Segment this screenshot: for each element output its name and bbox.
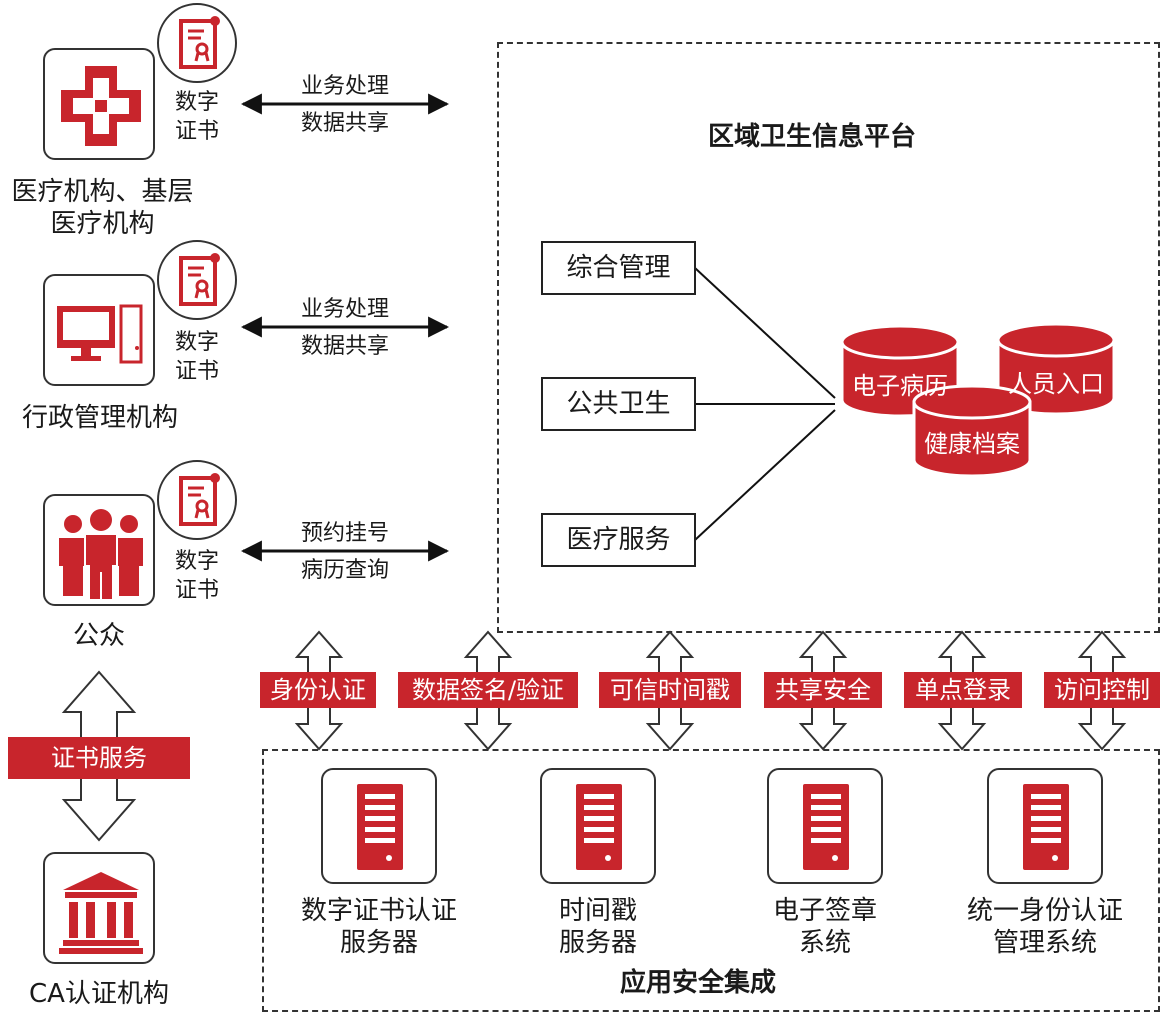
db-label-emr: 电子病历 (852, 372, 948, 400)
admin-institution-label: 行政管理机构 (21, 403, 178, 433)
certificate-icon (179, 16, 220, 69)
certificate-icon (179, 253, 220, 306)
cert-service-tag: 证书服务 (8, 737, 190, 779)
db-label-health-record: 健康档案 (924, 430, 1020, 458)
tag-trusted-timestamp: 可信时间戳 (599, 672, 741, 708)
tag-data-signature: 数据签名/验证 (398, 672, 578, 708)
server-icon (803, 784, 849, 870)
bank-building-icon (59, 872, 143, 954)
tag-access-control: 访问控制 (1044, 672, 1160, 708)
public-label: 公众 (72, 621, 125, 651)
server-icon (1023, 784, 1069, 870)
ca-label: CA认证机构 (29, 979, 169, 1009)
hospital-cross-icon (61, 66, 141, 146)
server-label-3: 电子签章 系统 (772, 896, 877, 958)
tag-shared-security: 共享安全 (764, 672, 882, 708)
computer-icon (57, 304, 143, 364)
integration-container (262, 749, 1160, 1012)
cert-text-3: 数字 证书 (174, 549, 219, 603)
cert-text-1: 数字 证书 (174, 90, 219, 144)
platform-container (497, 42, 1160, 633)
admin-flow-label: 业务处理 数据共享 (300, 297, 389, 359)
public-flow-label: 预约挂号 病历查询 (300, 521, 389, 583)
db-label-personnel: 人员入口 (1008, 370, 1104, 398)
integration-title: 应用安全集成 (620, 968, 777, 998)
digital-cert-badge-2 (157, 240, 237, 320)
platform-title: 区域卫生信息平台 (708, 122, 917, 152)
medical-flow-label: 业务处理 数据共享 (300, 74, 389, 136)
server-tile-2 (540, 768, 656, 884)
server-tile-1 (321, 768, 437, 884)
tag-identity-auth: 身份认证 (260, 672, 376, 708)
server-icon (357, 784, 403, 870)
server-tile-3 (767, 768, 883, 884)
server-icon (576, 784, 622, 870)
ca-tile (43, 852, 155, 964)
admin-tile (43, 274, 155, 386)
hospital-tile (43, 48, 155, 160)
module-public-health: 公共卫生 (541, 377, 696, 431)
module-medical-service: 医疗服务 (541, 513, 696, 567)
tag-single-sign-on: 单点登录 (904, 672, 1022, 708)
server-tile-4 (987, 768, 1103, 884)
medical-institution-label: 医疗机构、基层 医疗机构 (11, 177, 194, 239)
public-tile (43, 494, 155, 606)
server-label-1: 数字证书认证 服务器 (300, 896, 457, 958)
module-comprehensive-management: 综合管理 (541, 241, 696, 295)
database-health-record (912, 384, 1032, 478)
digital-cert-badge-1 (157, 3, 237, 83)
cert-text-2: 数字 证书 (174, 330, 219, 384)
server-label-4: 统一身份认证 管理系统 (966, 896, 1123, 958)
digital-cert-badge-3 (157, 460, 237, 540)
certificate-icon (179, 473, 220, 526)
database-cluster (840, 322, 1116, 478)
server-label-2: 时间戳 服务器 (558, 896, 637, 958)
people-icon (59, 509, 143, 601)
